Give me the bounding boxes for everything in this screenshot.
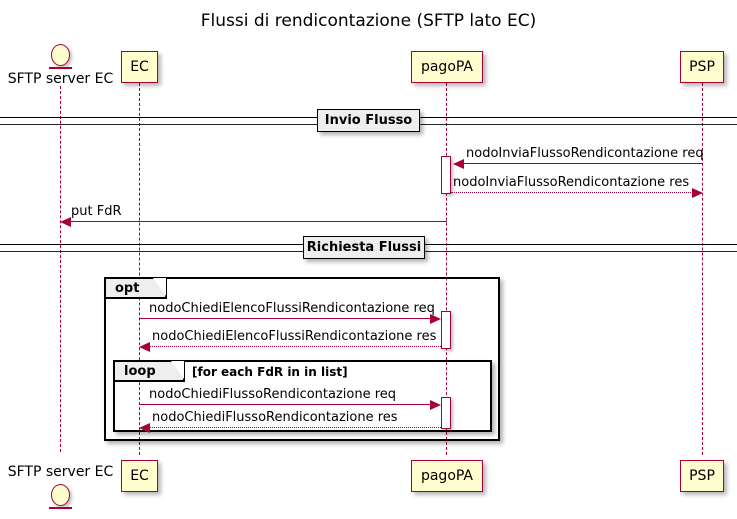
- participant-label-psp-top: PSP: [689, 59, 715, 75]
- lifeline-ec: [139, 83, 140, 455]
- message-label-nodo-chiedi-elenco-flussi-rendicontazione-req: nodoChiediElencoFlussiRendicontazione re…: [149, 301, 435, 316]
- actor-head-sftp-top: [51, 44, 70, 66]
- arrow-head-nodo-invia-flusso-rendicontazione-res: [692, 188, 703, 198]
- participant-label-ec-bottom: EC: [130, 468, 149, 484]
- message-label-nodo-invia-flusso-rendicontazione-req: nodoInviaFlussoRendicontazione req: [466, 146, 704, 161]
- fragment-opt-operator-tab: opt: [106, 278, 167, 299]
- lifeline-pagopa: [446, 83, 447, 455]
- activation-bar-pagopa-elenco: [441, 311, 451, 349]
- message-line-nodo-chiedi-flusso-rendicontazione-req: [139, 404, 437, 405]
- fragment-loop-guard-label: [for each FdR in in list]: [192, 365, 348, 379]
- fragment-loop-operator-label: loop: [124, 363, 156, 379]
- participant-label-pagopa-top: pagoPA: [420, 59, 474, 75]
- message-line-nodo-chiedi-elenco-flussi-rendicontazione-req: [139, 318, 437, 319]
- message-line-nodo-invia-flusso-rendicontazione-res: [451, 192, 693, 193]
- participant-label-psp-bottom: PSP: [689, 468, 715, 484]
- lifeline-psp: [702, 83, 703, 455]
- message-label-nodo-chiedi-flusso-rendicontazione-req: nodoChiediFlussoRendicontazione req: [149, 387, 397, 402]
- message-label-nodo-chiedi-elenco-flussi-rendicontazione-res: nodoChiediElencoFlussiRendicontazione re…: [152, 329, 437, 344]
- participant-label-sftp-bottom: SFTP server EC: [7, 464, 114, 480]
- participant-box-ec-bottom[interactable]: EC: [121, 460, 158, 492]
- actor-head-sftp-bottom: [51, 484, 70, 506]
- participant-label-pagopa-bottom: pagoPA: [420, 468, 474, 484]
- fragment-opt: [104, 277, 500, 441]
- participant-label-sftp-top: SFTP server EC: [7, 71, 114, 87]
- participant-box-psp-bottom[interactable]: PSP: [680, 460, 724, 492]
- participant-box-pagopa-top[interactable]: pagoPA: [411, 51, 483, 83]
- arrow-head-nodo-chiedi-flusso-rendicontazione-req: [430, 400, 441, 410]
- fragment-opt-operator-label: opt: [115, 280, 140, 296]
- message-line-nodo-invia-flusso-rendicontazione-req: [457, 163, 702, 164]
- actor-base-sftp-top: [49, 67, 72, 69]
- fragment-loop: [113, 360, 492, 432]
- divider-label-richiesta-flussi: Richiesta Flussi: [306, 240, 422, 255]
- message-label-put-fdr: put FdR: [71, 204, 122, 219]
- diagram-title: Flussi di rendicontazione (SFTP lato EC): [200, 11, 537, 31]
- message-line-nodo-chiedi-elenco-flussi-rendicontazione-res: [144, 346, 441, 347]
- arrow-head-nodo-invia-flusso-rendicontazione-req: [453, 159, 464, 169]
- arrow-head-nodo-chiedi-elenco-flussi-rendicontazione-res: [139, 342, 150, 352]
- message-label-nodo-chiedi-flusso-rendicontazione-res: nodoChiediFlussoRendicontazione res: [152, 410, 398, 425]
- arrow-head-nodo-chiedi-elenco-flussi-rendicontazione-req: [430, 314, 441, 324]
- message-line-put-fdr: [64, 221, 447, 222]
- divider-richiesta-flussi: Richiesta Flussi: [303, 236, 425, 259]
- participant-label-ec-top: EC: [130, 59, 149, 75]
- participant-box-pagopa-bottom[interactable]: pagoPA: [411, 460, 483, 492]
- message-line-nodo-chiedi-flusso-rendicontazione-res: [144, 427, 441, 428]
- arrow-head-nodo-chiedi-flusso-rendicontazione-res: [139, 423, 150, 433]
- activation-bar-pagopa-flusso: [441, 397, 451, 429]
- lifeline-sftp: [60, 86, 61, 452]
- fragment-loop-operator-tab: loop: [115, 361, 185, 382]
- activation-bar-pagopa-invio: [441, 156, 451, 194]
- divider-invio-flusso: Invio Flusso: [317, 109, 420, 132]
- divider-label-invio-flusso: Invio Flusso: [324, 113, 413, 128]
- arrow-head-put-fdr: [60, 217, 71, 227]
- actor-base-sftp-bottom: [49, 507, 72, 509]
- message-label-nodo-invia-flusso-rendicontazione-res: nodoInviaFlussoRendicontazione res: [453, 175, 690, 190]
- participant-box-psp-top[interactable]: PSP: [680, 51, 724, 83]
- participant-box-ec-top[interactable]: EC: [121, 51, 158, 83]
